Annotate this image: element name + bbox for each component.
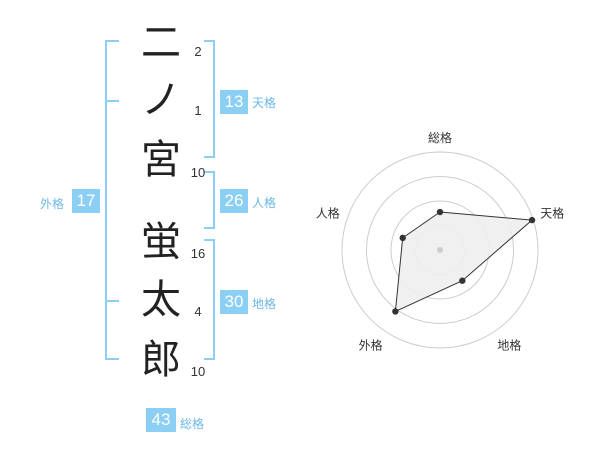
gaikaku-label: 外格 [40,197,65,211]
name-char-4: 蛍 [141,219,181,265]
tenkaku-bracket [204,40,215,158]
radar-axis-label-3: 外格 [359,338,383,353]
radar-center-dot [437,247,443,253]
radar-point-4 [399,234,406,242]
stroke-count-2: 1 [194,103,202,118]
radar-point-0 [436,208,444,216]
jinkaku-bracket [204,171,215,229]
name-char-2: ノ [141,77,181,123]
jinkaku-label: 人格 [252,196,277,210]
stroke-count-6: 10 [190,364,206,379]
tenkaku-value-badge: 13 [220,90,248,114]
name-char-3: 宮 [141,137,181,183]
gaikaku-value-badge: 17 [72,189,100,213]
soukaku-label: 総格 [180,417,205,431]
name-char-6: 郎 [141,337,181,383]
chikaku-label: 地格 [252,297,277,311]
tenkaku-label: 天格 [252,96,277,110]
name-char-1: 二 [141,20,181,66]
radar-point-2 [459,277,466,284]
radar-axis-label-0: 総格 [428,130,452,145]
radar-ring-3 [366,176,514,324]
radar-data-polygon [394,211,534,313]
radar-point-3 [392,308,399,315]
chikaku-bracket [204,239,215,360]
stroke-count-1: 2 [194,44,202,59]
radar-axis-label-2: 地格 [497,338,521,353]
stroke-count-3: 10 [190,165,206,180]
radar-point-1 [528,216,536,224]
soukaku-value-badge: 43 [146,408,176,432]
radar-axis-label-4: 人格 [316,206,340,221]
chikaku-value-badge: 30 [220,290,248,314]
radar-ring-4 [341,151,539,349]
name-char-5: 太 [141,277,181,323]
jinkaku-value-badge: 26 [220,189,248,213]
stroke-count-5: 4 [194,304,202,319]
stroke-count-4: 16 [190,246,206,261]
radar-data-points [392,208,536,315]
gaikaku-bracket [105,40,119,360]
radar-axis-label-1: 天格 [540,206,564,221]
